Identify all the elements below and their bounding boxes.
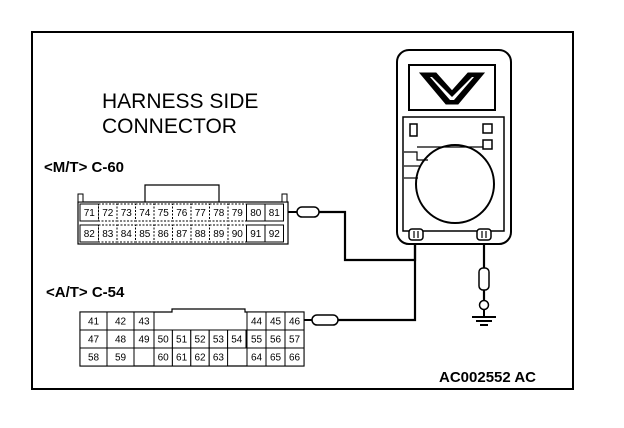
connector-pin-number: 92: [269, 229, 281, 240]
connector-pin-number: 90: [232, 229, 244, 240]
connector-pin-number: 89: [213, 229, 225, 240]
connector-pin-cell: [172, 203, 192, 222]
title-line-1: HARNESS SIDE: [102, 90, 258, 113]
connector-pin-number: 85: [139, 229, 151, 240]
connector-pin-number: 45: [270, 317, 282, 328]
test-lead-jack-com: [408, 228, 424, 241]
connector-pin-number: 51: [176, 335, 188, 346]
diagram-code: AC002552 AC: [439, 369, 536, 386]
connector-pin-number: 86: [158, 229, 170, 240]
connector-pin-cell: [209, 203, 229, 222]
connector-pin-cell: [153, 224, 173, 243]
title-line-2: CONNECTOR: [102, 115, 237, 138]
connector-pin-cell: [116, 203, 136, 222]
connector-pin-number: 56: [270, 335, 282, 346]
connector-pin-number: 59: [115, 353, 127, 364]
connector-pin-number: 54: [231, 335, 243, 346]
connector-pin-cell: [209, 224, 229, 243]
connector-pin-number: 83: [102, 229, 114, 240]
connector-pin-number: 62: [194, 353, 206, 364]
connector-pin-cell: [227, 329, 247, 349]
connector-pin-number: 81: [269, 208, 281, 219]
ground-probe: [478, 267, 490, 311]
connector-pin-number: 44: [251, 317, 263, 328]
probe-connector-mt: [288, 206, 320, 218]
rotary-dial: [415, 144, 495, 224]
mt-connector-label: <M/T> C-60: [44, 159, 124, 176]
connector-pin-cell: [190, 224, 210, 243]
at-connector-label: <A/T> C-54: [46, 284, 125, 301]
test-lead-jack-v: [476, 228, 492, 241]
connector-pin-number: 76: [176, 208, 188, 219]
connector-pin-number: 65: [270, 353, 282, 364]
connector-pin-number: 46: [289, 317, 301, 328]
connector-pin-number: 79: [232, 208, 244, 219]
connector-pin-number: 52: [194, 335, 206, 346]
connector-pin-number: 87: [176, 229, 188, 240]
connector-pin-number: 47: [88, 335, 100, 346]
connector-pin-number: 64: [251, 353, 263, 364]
connector-pin-number: 53: [213, 335, 225, 346]
connector-pin-number: 84: [121, 229, 133, 240]
connector-pin-number: 80: [250, 208, 262, 219]
connector-pin-cell: [264, 224, 284, 243]
connector-pin-number: 55: [251, 335, 263, 346]
connector-pin-number: 48: [115, 335, 127, 346]
connector-pin-number: 58: [88, 353, 100, 364]
connector-pin-number: 72: [102, 208, 114, 219]
connector-pin-number: 50: [158, 335, 170, 346]
connector-pin-number: 71: [84, 208, 96, 219]
connector-pin-number: 91: [250, 229, 262, 240]
connector-pin-cell: [227, 224, 247, 243]
connector-pin-number: 82: [84, 229, 96, 240]
connector-pin-number: 66: [289, 353, 301, 364]
diagram-frame: [31, 31, 574, 390]
connector-pin-number: 73: [121, 208, 133, 219]
connector-pin-number: 43: [138, 317, 150, 328]
connector-pin-number: 63: [213, 353, 225, 364]
connector-pin-cell: [264, 203, 284, 222]
connector-pin-cell: [98, 203, 118, 222]
voltmeter: [396, 49, 512, 245]
connector-pin-cell: [284, 347, 305, 367]
volt-unit-icon: [418, 72, 486, 105]
connector-pin-cell: [135, 203, 155, 222]
connector-pin-number: 74: [139, 208, 151, 219]
connector-pin-number: 78: [213, 208, 225, 219]
test-wires: [319, 210, 486, 322]
connector-pin-number: 49: [138, 335, 150, 346]
probe-connector-at: [304, 314, 339, 326]
connector-pin-number: 57: [289, 335, 301, 346]
connector-pin-number: 60: [158, 353, 170, 364]
connector-pin-cell: [116, 224, 136, 243]
connector-pin-cell: [135, 224, 155, 243]
connector-pin-cell: [190, 203, 210, 222]
connector-pin-number: 75: [158, 208, 170, 219]
ground-icon: [472, 310, 496, 326]
connector-pin-number: 42: [115, 317, 127, 328]
connector-pin-cell: [153, 203, 173, 222]
connector-pin-cell: [98, 224, 118, 243]
connector-pin-cell: [208, 347, 229, 367]
connector-pin-number: 41: [88, 317, 100, 328]
connector-pin-cell: [172, 224, 192, 243]
at-connector: 41 42 43 47 48 49 58 59 50 51 52 53 54 60 61 62 63 44 45 46…: [79, 308, 305, 367]
mt-connector: 71 72 73 74 75 76 77 78 79 80 81 82 83 84 85 86 87 88 89 9…: [77, 184, 289, 245]
connector-pin-cell: [227, 203, 247, 222]
connector-pin-number: 88: [195, 229, 207, 240]
connector-pin-number: 77: [195, 208, 207, 219]
connector-pin-number: 61: [176, 353, 188, 364]
connector-pin-cell: [106, 347, 135, 367]
